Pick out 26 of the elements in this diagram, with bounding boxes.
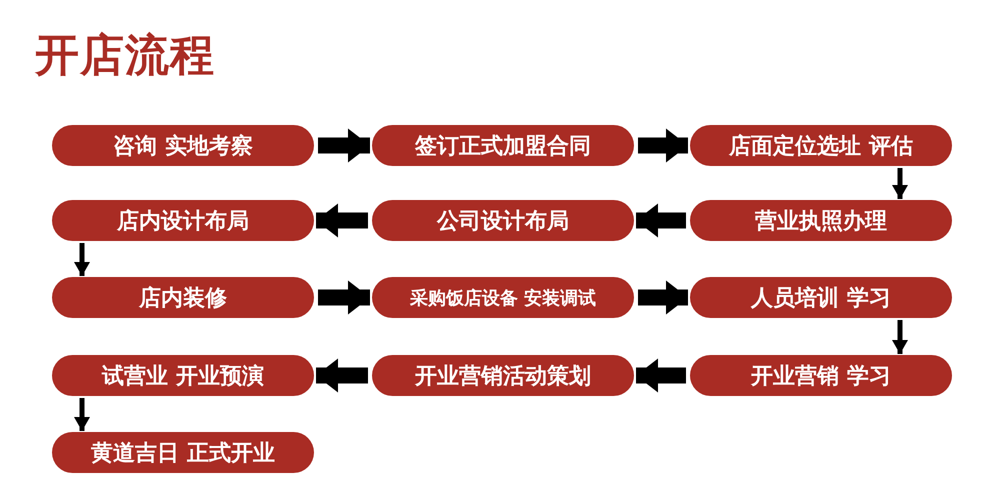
process-box: 人员培训 学习 [690,277,952,318]
arrow [638,128,688,162]
arrow [74,243,90,276]
process-box: 黄道吉日 正式开业 [52,432,314,473]
process-box: 签订正式加盟合同 [372,125,634,166]
arrow [318,128,370,162]
arrow [638,280,688,314]
process-box: 公司设计布局 [372,200,634,241]
process-box: 采购饭店设备 安装调试 [372,277,634,318]
process-box: 店内装修 [52,277,314,318]
process-box: 营业执照办理 [690,200,952,241]
arrow [74,398,90,431]
process-box: 店内设计布局 [52,200,314,241]
title: 开店流程 [35,29,215,83]
arrow [636,358,686,392]
process-box: 试营业 开业预演 [52,355,314,396]
process-box: 咨询 实地考察 [52,125,314,166]
process-box: 开业营销活动策划 [372,355,634,396]
arrow [316,358,368,392]
process-box: 店面定位选址 评估 [690,125,952,166]
arrow [892,168,908,199]
arrow [892,320,908,354]
process-box: 开业营销 学习 [690,355,952,396]
arrow [316,204,368,238]
arrow [636,204,686,238]
arrow [318,280,370,314]
